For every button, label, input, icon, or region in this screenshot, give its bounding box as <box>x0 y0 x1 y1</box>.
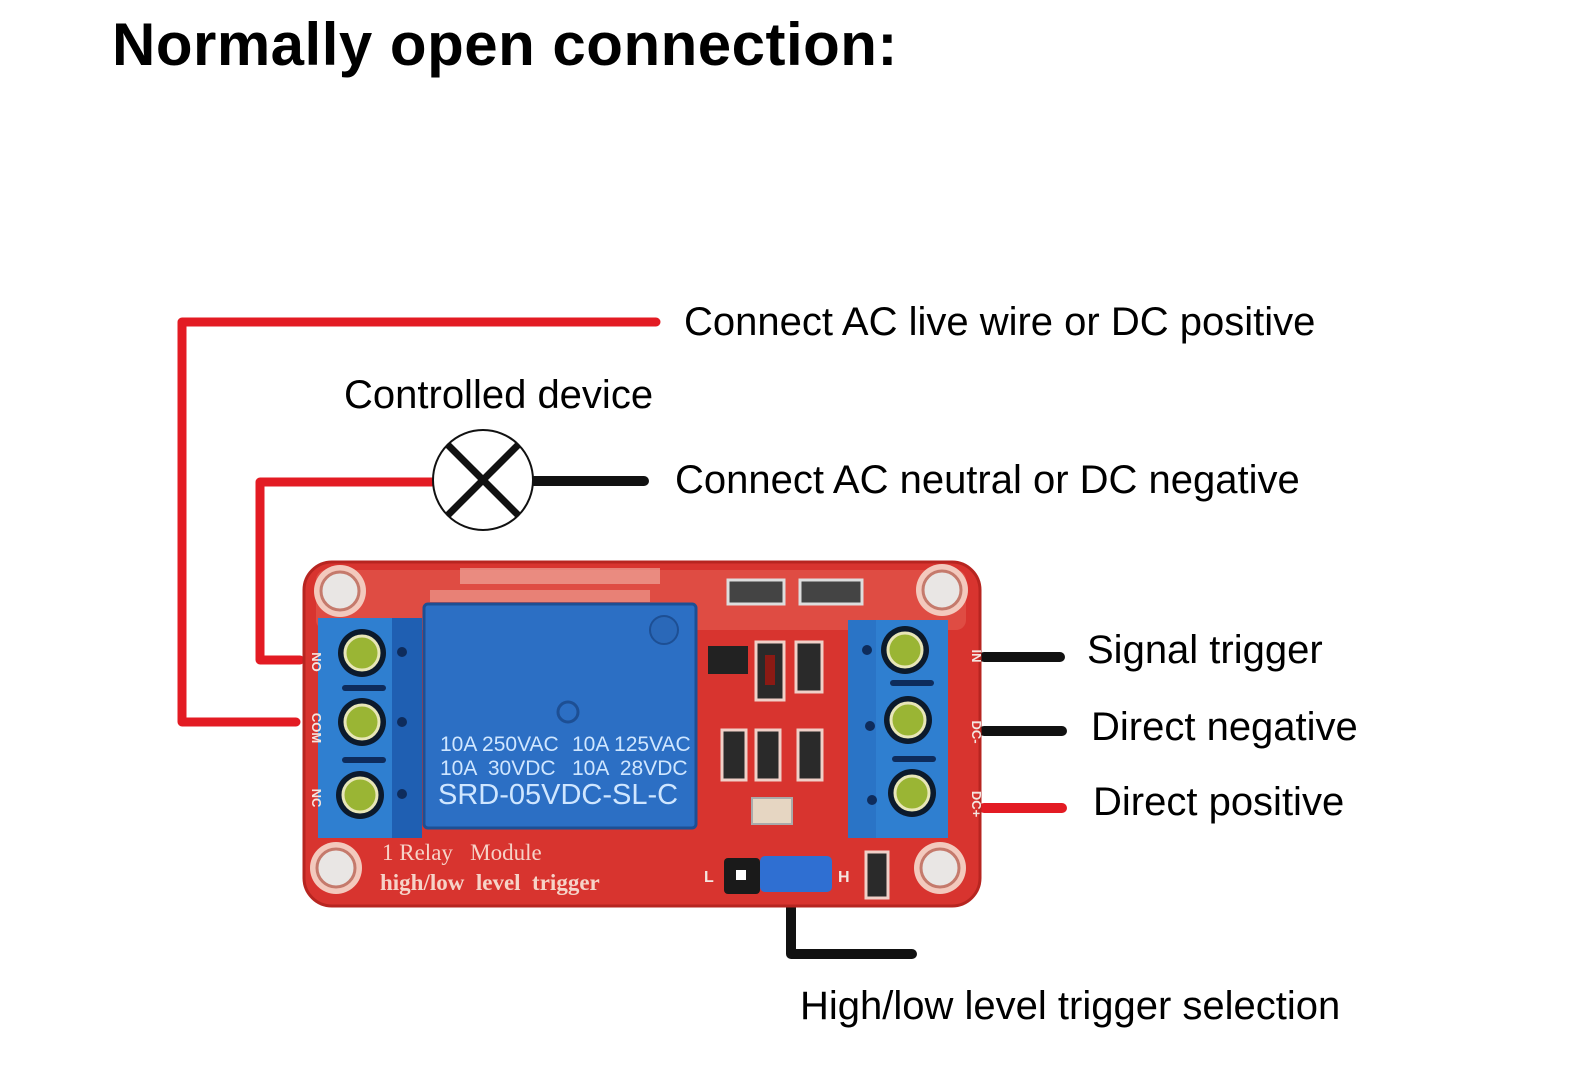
trigger-jumper[interactable] <box>724 856 832 894</box>
label-signal-trigger: Signal trigger <box>1087 628 1323 672</box>
relay-rating-dc-30: 10A 30VDC <box>440 757 556 780</box>
pin-label-nc: NC <box>309 789 324 808</box>
screw-icon <box>338 629 386 677</box>
jumper-label-low: L <box>704 869 714 886</box>
live-wire <box>177 317 661 727</box>
label-direct-positive: Direct positive <box>1093 780 1345 824</box>
label-controlled-device: Controlled device <box>344 373 654 417</box>
screw-icon <box>888 769 936 817</box>
screw-icon <box>884 696 932 744</box>
mounting-hole <box>310 842 362 894</box>
pin-label-dc-plus: DC+ <box>969 791 984 818</box>
pin-label-no: NO <box>309 652 324 672</box>
label-direct-negative: Direct negative <box>1091 705 1358 749</box>
relay-module-board: NO COM NC 10A 250VAC 10A 125VAC 10A 30VD… <box>302 560 984 908</box>
trigger-selection-leader <box>786 895 917 959</box>
jumper-label-high: H <box>838 869 850 886</box>
relay-model: SRD-05VDC-SL-C <box>438 779 678 811</box>
smd-components <box>708 578 890 900</box>
relay-component <box>422 602 698 830</box>
label-trigger-selection: High/low level trigger selection <box>800 984 1341 1028</box>
wires <box>177 317 1067 959</box>
no-to-device-wire <box>255 477 437 665</box>
pin-label-in: IN <box>969 650 984 663</box>
screw-icon <box>338 698 386 746</box>
relay-rating-dc-28: 10A 28VDC <box>572 757 688 780</box>
board-subtitle: high/low level trigger <box>380 870 600 895</box>
mounting-hole <box>914 842 966 894</box>
screw-icon <box>336 771 384 819</box>
relay-rating-ac-125: 10A 125VAC <box>572 733 691 756</box>
lamp-icon <box>432 429 534 531</box>
label-ac-neutral: Connect AC neutral or DC negative <box>675 458 1300 502</box>
output-terminal-block <box>318 618 422 838</box>
relay-rating-ac-250: 10A 250VAC <box>440 733 559 756</box>
board-name: 1 Relay Module <box>382 840 542 865</box>
mounting-hole <box>916 564 968 616</box>
mounting-hole <box>314 565 366 617</box>
pin-label-com: COM <box>309 713 324 743</box>
page-title: Normally open connection: <box>112 11 898 78</box>
pin-label-dc-minus: DC- <box>969 720 984 743</box>
label-ac-live: Connect AC live wire or DC positive <box>684 300 1316 344</box>
screw-icon <box>881 626 929 674</box>
input-terminal-block <box>848 620 948 838</box>
